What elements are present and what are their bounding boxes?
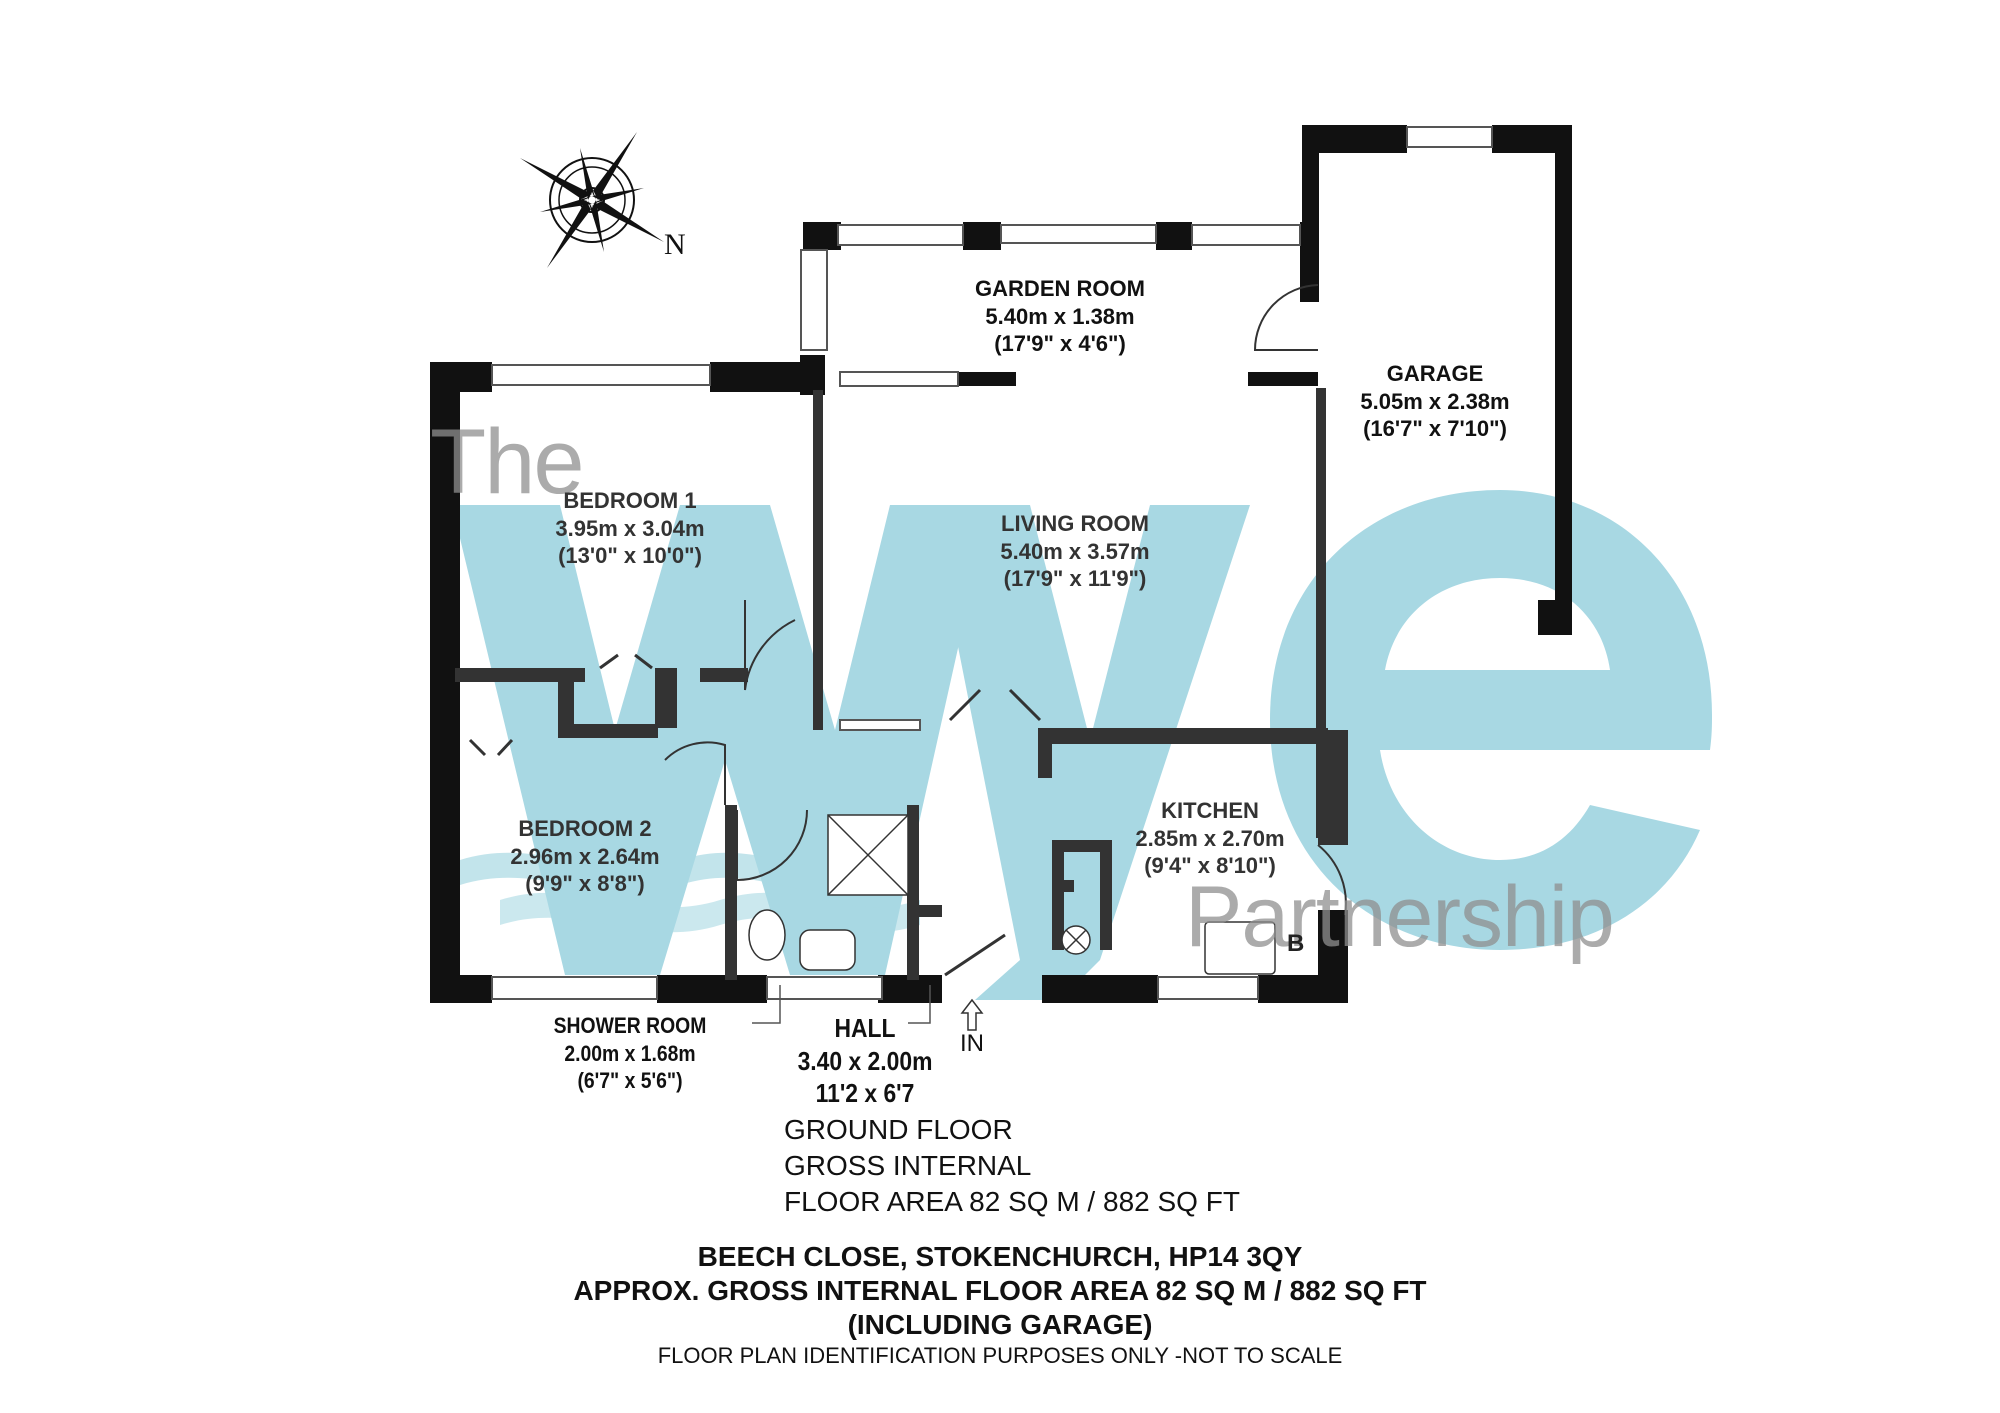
room-name: BEDROOM 2 [518, 816, 652, 841]
fixtures [748, 814, 1276, 975]
room-imperial: (16'7" x 7'10") [1363, 416, 1507, 441]
footer-address: BEECH CLOSE, STOKENCHURCH, HP14 3QY [697, 1241, 1303, 1272]
north-label: N [664, 228, 686, 261]
room-imperial: (9'9" x 8'8") [525, 871, 645, 896]
room-label-garage: GARAGE 5.05m x 2.38m (16'7" x 7'10") [1345, 360, 1525, 443]
floor-summary-line3: FLOOR AREA 82 SQ M / 882 SQ FT [784, 1186, 1240, 1217]
footer: BEECH CLOSE, STOKENCHURCH, HP14 3QY APPR… [0, 1240, 2000, 1370]
room-metric: 2.85m x 2.70m [1135, 825, 1285, 851]
room-name: GARAGE [1386, 361, 1484, 386]
interior-walls [455, 388, 1348, 980]
room-imperial: (17'9" x 4'6") [994, 331, 1126, 356]
room-imperial: (6'7" x 5'6") [577, 1068, 683, 1093]
floor-summary-line1: GROUND FLOOR [784, 1114, 1013, 1145]
room-label-hall: HALL 3.40 x 2.00m 11'2 x 6'7 [786, 1012, 944, 1110]
room-name: KITCHEN [1161, 798, 1259, 823]
room-metric: 3.95m x 3.04m [555, 515, 705, 541]
floor-summary-line2: GROSS INTERNAL [784, 1150, 1032, 1181]
room-metric: 3.40 x 2.00m [797, 1045, 933, 1076]
room-name: SHOWER ROOM [553, 1013, 707, 1038]
leader-lines [752, 985, 931, 1024]
watermark-the: The [430, 411, 585, 513]
room-label-living-room: LIVING ROOM 5.40m x 3.57m (17'9" x 11'9"… [975, 510, 1175, 593]
boiler-label: B [1287, 930, 1305, 957]
toilet [748, 909, 786, 961]
watermark-partnership: Partnership [1185, 869, 1615, 965]
room-label-bedroom-2: BEDROOM 2 2.96m x 2.64m (9'9" x 8'8") [485, 815, 685, 898]
room-metric: 2.00m x 1.68m [564, 1040, 696, 1066]
door-swings [468, 284, 1347, 977]
floor-summary: GROUND FLOOR GROSS INTERNAL FLOOR AREA 8… [784, 1112, 1240, 1220]
entrance-arrow-icon [960, 998, 984, 1031]
footer-note: (INCLUDING GARAGE) [847, 1309, 1153, 1340]
room-metric: 5.40m x 3.57m [1000, 538, 1150, 564]
compass-rose-icon [520, 132, 664, 268]
room-imperial: 11'2 x 6'7 [815, 1078, 915, 1108]
kitchen-sink [1204, 921, 1276, 975]
footer-disclaimer: FLOOR PLAN IDENTIFICATION PURPOSES ONLY … [657, 1343, 1343, 1368]
room-label-kitchen: KITCHEN 2.85m x 2.70m (9'4" x 8'10") [1110, 797, 1310, 880]
room-metric: 5.05m x 2.38m [1360, 388, 1510, 414]
room-imperial: (17'9" x 11'9") [1003, 566, 1147, 591]
room-name: BEDROOM 1 [563, 488, 697, 513]
room-label-shower-room: SHOWER ROOM 2.00m x 1.68m (6'7" x 5'6") [533, 1012, 727, 1095]
room-imperial: (13'0" x 10'0") [558, 543, 702, 568]
basin [799, 929, 856, 971]
room-name: LIVING ROOM [1001, 511, 1149, 536]
exterior-walls [430, 125, 1572, 1003]
windows [491, 126, 1493, 1000]
footer-area: APPROX. GROSS INTERNAL FLOOR AREA 82 SQ … [573, 1275, 1427, 1306]
room-imperial: (9'4" x 8'10") [1144, 853, 1276, 878]
room-name: HALL [834, 1013, 896, 1043]
room-label-bedroom-1: BEDROOM 1 3.95m x 3.04m (13'0" x 10'0") [530, 487, 730, 570]
room-name: GARDEN ROOM [975, 276, 1145, 301]
room-metric: 2.96m x 2.64m [510, 843, 660, 869]
room-label-garden-room: GARDEN ROOM 5.40m x 1.38m (17'9" x 4'6") [960, 275, 1160, 358]
room-metric: 5.40m x 1.38m [985, 303, 1135, 329]
entrance-label: IN [960, 1030, 984, 1057]
